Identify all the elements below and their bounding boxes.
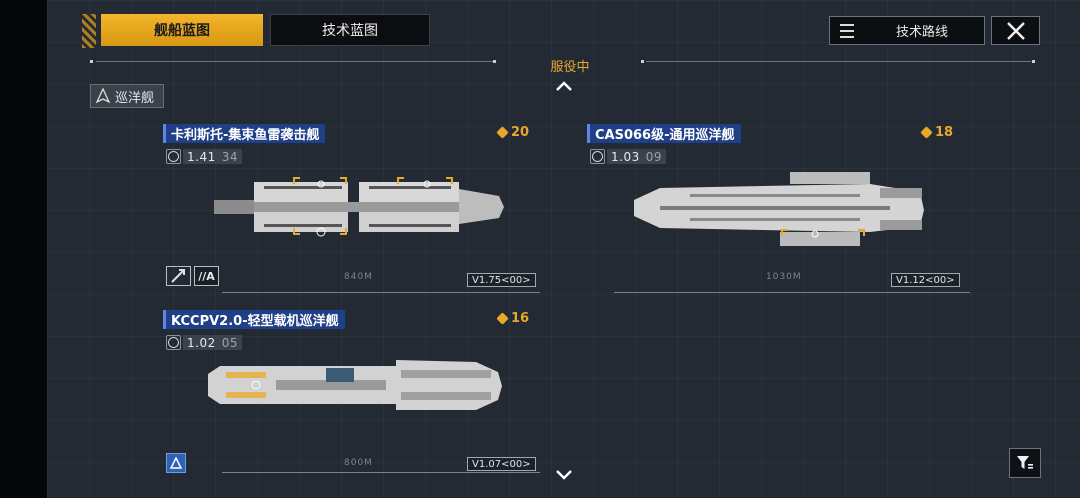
- ship-name: CAS066级-通用巡洋舰: [587, 124, 741, 143]
- globe-icon: [166, 149, 181, 164]
- cost-icon: [496, 126, 509, 139]
- section-divider-right: [646, 61, 1031, 62]
- ship-name: 卡利斯托-集束鱼雷袭击舰: [162, 124, 326, 143]
- filter-button[interactable]: [1009, 448, 1041, 478]
- ship-blueprint-callisto: [214, 177, 504, 237]
- divider-dot-left: [90, 60, 93, 63]
- cost-icon: [920, 126, 933, 139]
- version-tag: V1.07<00>: [467, 457, 536, 471]
- tab-ship-blueprint[interactable]: 舰船蓝图: [101, 14, 263, 46]
- chevron-down-icon[interactable]: [554, 468, 574, 480]
- divider-dot: [641, 60, 644, 63]
- ship-cost: 18: [920, 125, 953, 140]
- left-edge-strip: [0, 0, 47, 498]
- carrier-role-icon: [166, 453, 186, 473]
- ship-cost: 20: [496, 125, 529, 140]
- ship-blueprint-cas066: [634, 172, 924, 246]
- globe-icon: [166, 335, 181, 350]
- section-divider-left: [96, 61, 493, 62]
- tech-route-label: 技术路线: [896, 25, 949, 40]
- category-label: 巡洋舰: [115, 90, 155, 106]
- ship-blueprint-kccpv: [208, 360, 502, 410]
- tab-tech-blueprint[interactable]: 技术蓝图: [270, 14, 430, 46]
- list-icon: [840, 23, 854, 38]
- ship-cost: 16: [496, 311, 529, 326]
- tech-route-button[interactable]: 技术路线: [829, 16, 985, 45]
- ship-length: 1030M: [766, 272, 802, 282]
- torpedo-role-icon: [166, 266, 191, 286]
- cruiser-class-icon: [95, 88, 111, 104]
- globe-icon: [590, 149, 605, 164]
- filter-icon: [1017, 456, 1033, 469]
- cost-icon: [496, 312, 509, 325]
- ship-length: 800M: [344, 458, 373, 468]
- version-tag: V1.12<00>: [891, 273, 960, 287]
- divider-dot: [493, 60, 496, 63]
- category-filter-cruiser[interactable]: 巡洋舰: [90, 84, 164, 108]
- role-tag: //A: [194, 266, 219, 286]
- card-baseline: [222, 472, 540, 473]
- card-baseline: [614, 292, 970, 293]
- version-tag: V1.75<00>: [467, 273, 536, 287]
- section-label-in-service: 服役中: [550, 60, 590, 75]
- close-button[interactable]: [991, 16, 1040, 45]
- close-icon: [1006, 21, 1025, 40]
- ship-length: 840M: [344, 272, 373, 282]
- divider-dot-right: [1032, 60, 1035, 63]
- chevron-up-icon[interactable]: [554, 80, 574, 92]
- ship-name: KCCPV2.0-轻型载机巡洋舰: [163, 310, 345, 329]
- hatch-decoration: [82, 14, 96, 48]
- card-baseline: [222, 292, 540, 293]
